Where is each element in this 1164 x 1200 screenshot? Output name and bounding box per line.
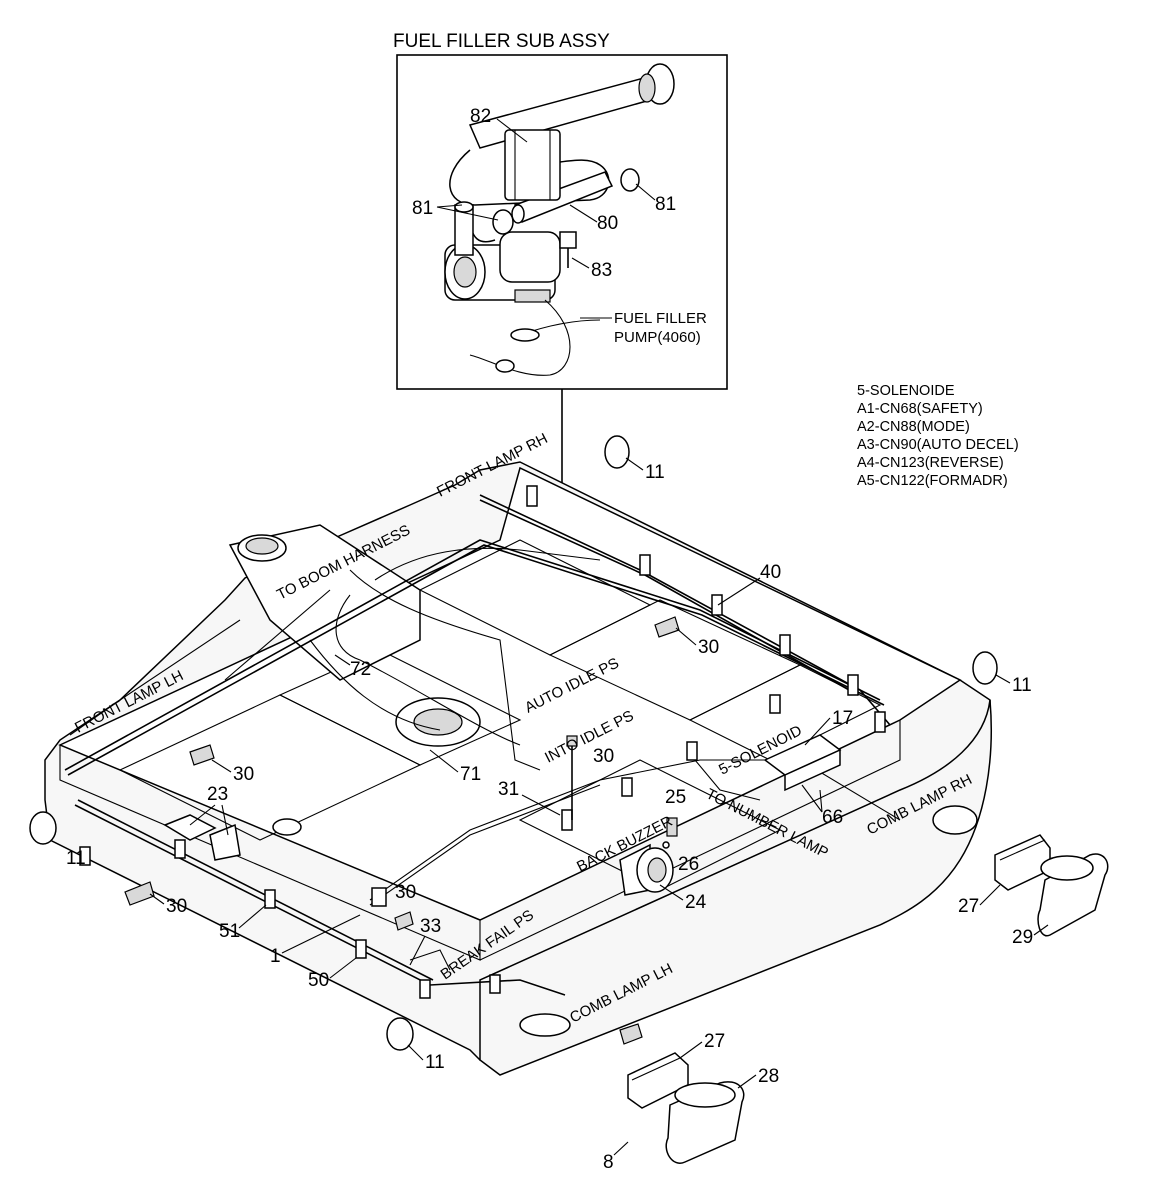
connector-legend: 5-SOLENOIDE A1-CN68(SAFETY) A2-CN88(MODE… [857,383,1019,489]
callout-24: 24 [685,892,707,913]
callout-11-top: 11 [645,462,665,483]
callout-26: 26 [678,854,699,875]
callout-66: 66 [822,807,843,828]
leader-83 [571,257,590,269]
callout-30-center: 30 [593,746,614,767]
legend-line-6: A5-CN122(FORMADR) [857,473,1008,489]
upper-frame-drawing [44,461,992,1076]
callout-40: 40 [760,562,781,583]
comb-lamp-lh-parts [627,1052,745,1164]
leader-81c [635,183,656,201]
callout-33: 33 [420,916,441,937]
callout-8: 8 [603,1152,614,1173]
back-buzzer-drawing [619,817,678,896]
clips [79,485,886,999]
callout-25: 25 [665,787,686,808]
comb-lamp-rh-parts [994,834,1109,937]
callout-81-left: 81 [412,198,433,219]
callout-17: 17 [832,708,853,729]
wire-harness-drawing [64,494,901,996]
legend-line-1: 5-SOLENOIDE [857,383,955,399]
callout-28: 28 [758,1066,779,1087]
leader-81a [436,204,463,208]
callout-80: 80 [597,213,618,234]
callout-1: 1 [270,946,281,967]
cap-11-bottom [386,1017,414,1051]
callout-27-bottom: 27 [704,1031,725,1052]
callout-11-bottom: 11 [425,1052,445,1073]
fuel-filler-pump-drawing [444,63,675,376]
callout-27-right: 27 [958,896,979,917]
callout-31: 31 [498,779,519,800]
callout-83: 83 [591,260,612,281]
callout-23: 23 [207,784,228,805]
leader-81b [436,206,499,221]
callout-72: 72 [350,659,371,680]
part-callouts: 11 11 11 11 40 30 30 30 30 30 72 71 17 6… [66,457,1049,1173]
callout-30-upper: 30 [698,637,719,658]
callout-51: 51 [219,921,240,942]
cap-11-right [972,651,998,685]
cap-11-left [29,811,57,845]
callout-11-right: 11 [1012,675,1032,696]
inset-title: FUEL FILLER SUB ASSY [393,31,610,52]
solenoid-block-drawing [763,734,842,792]
callout-71: 71 [460,764,481,785]
cap-11-top [604,435,630,469]
legend-line-2: A1-CN68(SAFETY) [857,401,983,417]
legend-line-5: A4-CN123(REVERSE) [857,455,1004,471]
callout-50: 50 [308,970,329,991]
pump-label-line2: PUMP(4060) [614,329,701,346]
callout-30-left-lower: 30 [166,896,187,917]
legend-line-4: A3-CN90(AUTO DECEL) [857,437,1019,453]
leader-80 [569,204,598,223]
callout-11-left: 11 [66,848,86,869]
callout-29: 29 [1012,927,1033,948]
legend-line-3: A2-CN88(MODE) [857,419,970,435]
callout-81-right: 81 [655,194,676,215]
leader-82 [496,118,528,143]
callout-82: 82 [470,106,491,127]
callout-30-lower: 30 [395,882,416,903]
callout-30-left-upper: 30 [233,764,254,785]
pump-label-line1: FUEL FILLER [614,310,707,327]
